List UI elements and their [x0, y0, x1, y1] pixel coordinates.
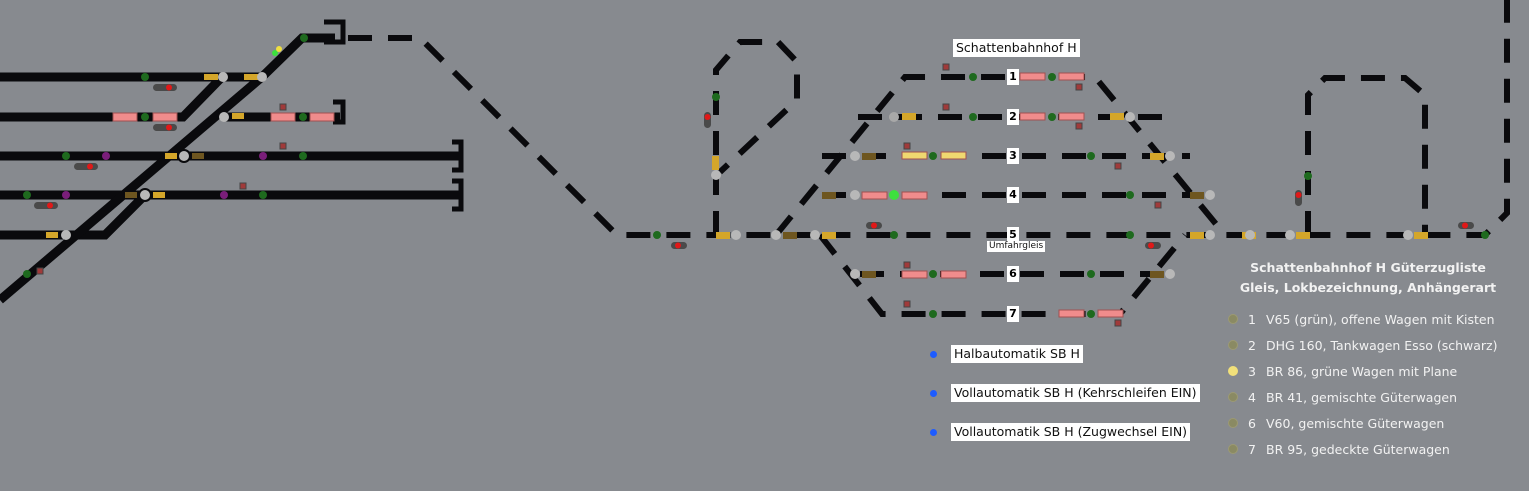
track-contacts-purple[interactable]: [62, 152, 267, 199]
track-number-5[interactable]: 5: [1007, 227, 1019, 243]
reverse-loop-left[interactable]: [713, 39, 800, 235]
legend-item: 7 BR 95, gedeckte Güterwagen: [1228, 436, 1508, 462]
status-dot-icon: [930, 350, 937, 358]
track-status-icon: [1228, 340, 1238, 350]
track-yard-5[interactable]: [0, 191, 149, 240]
status-dot-icon: [930, 389, 937, 397]
full-automatic-train-change-label: Vollautomatik SB H (Zugwechsel EIN): [951, 423, 1191, 441]
legend-track: 3: [1248, 363, 1256, 379]
mainline[interactable]: [348, 0, 1510, 238]
legend-text: BR 86, grüne Wagen mit Plane: [1266, 363, 1458, 379]
track-number-1[interactable]: 1: [1007, 69, 1019, 85]
legend-track: 7: [1248, 441, 1256, 457]
block-markers: [36, 63, 1162, 327]
legend-track: 4: [1248, 389, 1256, 405]
legend-text: V65 (grün), offene Wagen mit Kisten: [1266, 311, 1495, 327]
track-number-4[interactable]: 4: [1007, 187, 1019, 203]
track-yard-1[interactable]: [0, 33, 335, 82]
legend-item: 2 DHG 160, Tankwagen Esso (schwarz): [1228, 332, 1508, 358]
legend-track: 1: [1248, 311, 1256, 327]
legend-text: BR 95, gedeckte Güterwagen: [1266, 441, 1450, 457]
legend-subtitle: Gleis, Lokbezeichnung, Anhängerart: [1239, 280, 1497, 295]
legend-text: V60, gemischte Güterwagen: [1266, 415, 1445, 431]
freight-train-list: Schattenbahnhof H Güterzugliste Gleis, L…: [1228, 258, 1508, 462]
track-status-icon: [1228, 444, 1238, 454]
track-status-icon: [1228, 366, 1238, 376]
track-yard-diagonal[interactable]: [0, 73, 265, 304]
legend-track: 2: [1248, 337, 1256, 353]
legend-item: 3 BR 86, grüne Wagen mit Plane: [1228, 358, 1508, 384]
bypass-track-label: Umfahrgleis: [987, 241, 1046, 252]
semi-automatic-button[interactable]: Halbautomatik SB H: [930, 345, 1083, 363]
track-status-icon: [1228, 392, 1238, 402]
track-yard-2[interactable]: [0, 73, 226, 122]
signals[interactable]: [34, 46, 1474, 249]
semi-automatic-label: Halbautomatik SB H: [951, 345, 1083, 363]
occupied-blocks: [112, 72, 1124, 318]
track-number-6[interactable]: 6: [1007, 266, 1019, 282]
legend-text: BR 41, gemischte Güterwagen: [1266, 389, 1458, 405]
track-number-7[interactable]: 7: [1007, 306, 1019, 322]
full-automatic-reverse-loops-label: Vollautomatik SB H (Kehrschleifen EIN): [951, 384, 1200, 402]
legend-item: 4 BR 41, gemischte Güterwagen: [1228, 384, 1508, 410]
legend-text: DHG 160, Tankwagen Esso (schwarz): [1266, 337, 1498, 353]
station-title: Schattenbahnhof H: [953, 39, 1080, 57]
reverse-loop-right[interactable]: [1305, 75, 1428, 235]
track-status-icon: [1228, 314, 1238, 324]
full-automatic-reverse-loops-button[interactable]: Vollautomatik SB H (Kehrschleifen EIN): [930, 384, 1200, 402]
track-contacts[interactable]: [23, 34, 1489, 318]
full-automatic-train-change-button[interactable]: Vollautomatik SB H (Zugwechsel EIN): [930, 423, 1191, 441]
legend-item: 1 V65 (grün), offene Wagen mit Kisten: [1228, 306, 1508, 332]
track-number-2[interactable]: 2: [1007, 109, 1019, 125]
legend-title: Schattenbahnhof H Güterzugliste: [1250, 260, 1486, 275]
buffer-stops: [324, 19, 464, 212]
legend-track: 6: [1248, 415, 1256, 431]
track-number-3[interactable]: 3: [1007, 148, 1019, 164]
legend-item: 6 V60, gemischte Güterwagen: [1228, 410, 1508, 436]
track-status-icon: [1228, 418, 1238, 428]
switch-markers[interactable]: [46, 74, 1428, 278]
status-dot-icon: [930, 428, 937, 436]
switch-pivots: [61, 72, 1413, 279]
left-yard: [0, 33, 462, 304]
